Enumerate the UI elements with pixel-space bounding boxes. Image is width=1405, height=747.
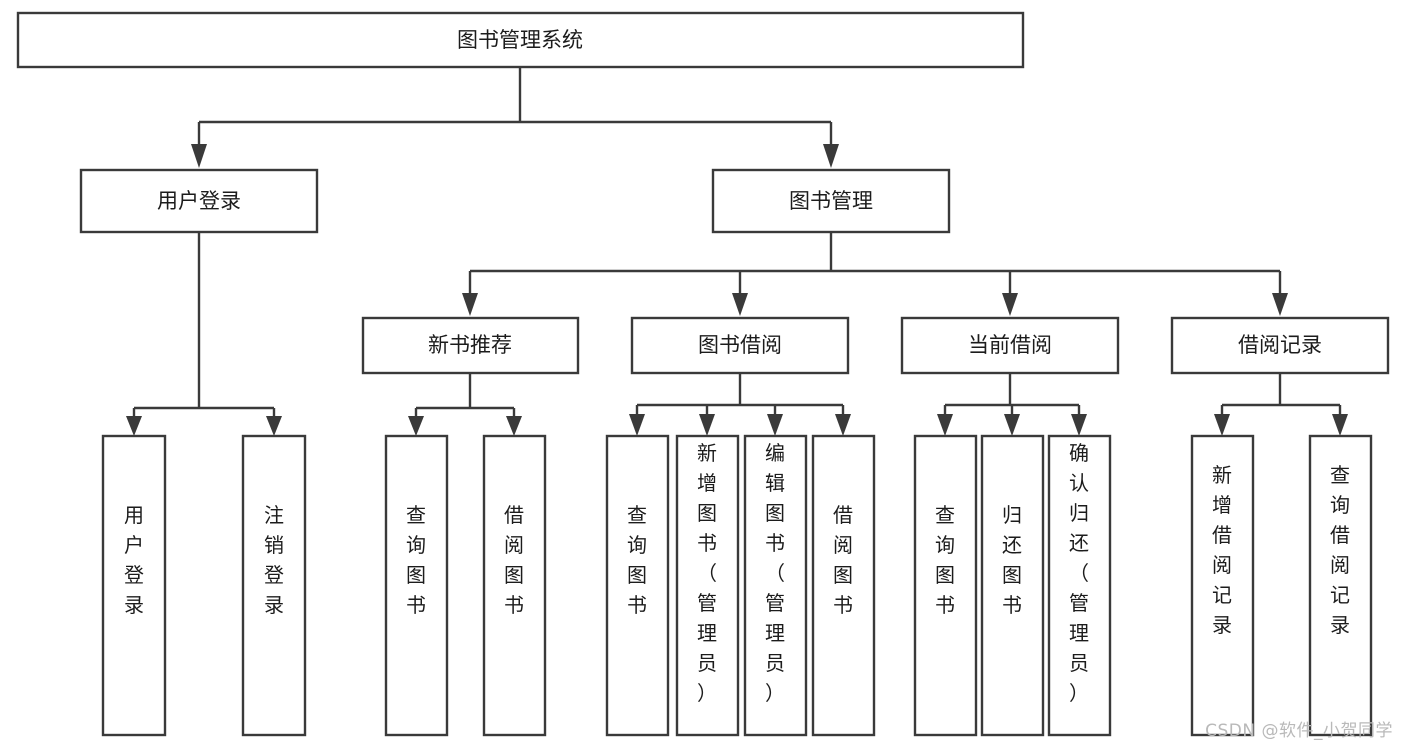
node-new-book-recommend-label: 新书推荐 <box>428 333 512 357</box>
arrow-head-leaf-add-record <box>1214 414 1230 436</box>
node-current-borrow[interactable]: 当前借阅 <box>900 316 1120 375</box>
node-leaf-user-login-label: 用户登录 <box>124 503 144 617</box>
connector-group-root-to-level2 <box>191 67 839 168</box>
node-leaf-borrow-book-1-label: 借阅图书 <box>504 503 524 617</box>
node-leaf-confirm-return-box <box>1047 434 1112 737</box>
node-book-borrow-box <box>630 316 850 375</box>
node-root-box <box>16 11 1025 69</box>
node-leaf-user-login-box <box>101 434 167 737</box>
node-leaf-user-logout-label: 注销登录 <box>264 503 284 617</box>
node-leaf-return-book-box <box>980 434 1045 737</box>
node-leaf-query-book-3-box <box>913 434 978 737</box>
connector-group-book-manage-to-level3 <box>462 232 1288 316</box>
node-book-manage[interactable]: 图书管理 <box>711 168 951 234</box>
node-leaf-user-logout-box <box>241 434 307 737</box>
node-book-manage-box <box>711 168 951 234</box>
node-leaf-edit-book-box <box>743 434 808 737</box>
node-leaf-edit-book-label: 编辑图书（管理员） <box>765 441 785 705</box>
arrow-head-user-login <box>191 144 207 168</box>
node-leaf-query-book-1-label: 查询图书 <box>406 503 426 617</box>
connector-group-new-book-recommend-to-leaves <box>408 373 522 436</box>
node-leaf-borrow-book-2-label: 借阅图书 <box>833 503 853 617</box>
node-leaf-query-book-2-label: 查询图书 <box>627 503 647 617</box>
csdn-watermark: CSDN @软件_小贺同学 <box>1205 721 1393 741</box>
node-current-borrow-box <box>900 316 1120 375</box>
connector-group-user-login-to-leaves <box>126 232 282 436</box>
node-leaf-borrow-book-1-box <box>482 434 547 737</box>
node-book-borrow[interactable]: 图书借阅 <box>630 316 850 375</box>
arrow-head-leaf-confirm-return <box>1071 414 1087 436</box>
connector-group-current-borrow-to-leaves <box>937 373 1087 436</box>
node-leaf-query-book-2-box <box>605 434 670 737</box>
node-root-label: 图书管理系统 <box>457 28 583 52</box>
connector-group-book-borrow-to-leaves <box>629 373 851 436</box>
node-leaf-return-book[interactable]: 归还图书 <box>980 434 1045 737</box>
node-book-manage-label: 图书管理 <box>789 189 873 213</box>
node-borrow-record[interactable]: 借阅记录 <box>1170 316 1390 375</box>
arrow-head-current-borrow <box>1002 293 1018 316</box>
node-leaf-query-book-2[interactable]: 查询图书 <box>605 434 670 737</box>
node-leaf-query-book-3[interactable]: 查询图书 <box>913 434 978 737</box>
node-leaf-add-book[interactable]: 新增图书（管理员） <box>675 434 740 737</box>
arrow-head-leaf-query-book-1 <box>408 416 424 436</box>
node-leaf-add-record-label: 新增借阅记录 <box>1212 463 1232 637</box>
node-leaf-add-book-label: 新增图书（管理员） <box>697 441 717 705</box>
node-leaf-borrow-book-2-box <box>811 434 876 737</box>
node-borrow-record-box <box>1170 316 1390 375</box>
node-leaf-edit-book[interactable]: 编辑图书（管理员） <box>743 434 808 737</box>
node-book-borrow-label: 图书借阅 <box>698 333 782 357</box>
node-current-borrow-label: 当前借阅 <box>968 333 1052 357</box>
node-leaf-add-book-box <box>675 434 740 737</box>
arrow-head-leaf-return-book <box>1004 414 1020 436</box>
node-leaf-query-record-box <box>1308 434 1373 737</box>
node-leaf-confirm-return[interactable]: 确认归还（管理员） <box>1047 434 1112 737</box>
node-user-login-label: 用户登录 <box>157 189 241 213</box>
arrow-head-new-book-recommend <box>462 293 478 316</box>
node-leaf-borrow-book-1[interactable]: 借阅图书 <box>482 434 547 737</box>
node-borrow-record-label: 借阅记录 <box>1238 333 1322 357</box>
node-leaf-add-record[interactable]: 新增借阅记录 <box>1190 434 1255 737</box>
node-leaf-user-login[interactable]: 用户登录 <box>101 434 167 737</box>
arrow-head-leaf-query-book-2 <box>629 414 645 436</box>
node-leaf-query-book-3-label: 查询图书 <box>935 503 955 617</box>
arrow-head-book-manage <box>823 144 839 168</box>
arrow-head-leaf-add-book <box>699 414 715 436</box>
node-root[interactable]: 图书管理系统 <box>16 11 1025 69</box>
node-leaf-confirm-return-label: 确认归还（管理员） <box>1069 441 1089 705</box>
node-new-book-recommend[interactable]: 新书推荐 <box>361 316 580 375</box>
arrow-head-leaf-user-logout <box>266 416 282 436</box>
node-new-book-recommend-box <box>361 316 580 375</box>
node-user-login-box <box>79 168 319 234</box>
arrow-head-leaf-borrow-book-1 <box>506 416 522 436</box>
node-leaf-query-record-label: 查询借阅记录 <box>1330 463 1350 637</box>
arrow-head-leaf-user-login <box>126 416 142 436</box>
arrow-head-leaf-edit-book <box>767 414 783 436</box>
connector-group-borrow-record-to-leaves <box>1214 373 1348 436</box>
arrow-head-leaf-query-book-3 <box>937 414 953 436</box>
node-leaf-add-record-box <box>1190 434 1255 737</box>
arrow-head-leaf-query-record <box>1332 414 1348 436</box>
node-leaf-return-book-label: 归还图书 <box>1002 503 1022 617</box>
node-leaf-user-logout[interactable]: 注销登录 <box>241 434 307 737</box>
node-leaf-query-book-1-box <box>384 434 449 737</box>
node-user-login[interactable]: 用户登录 <box>79 168 319 234</box>
arrow-head-borrow-record <box>1272 293 1288 316</box>
arrow-head-leaf-borrow-book-2 <box>835 414 851 436</box>
node-leaf-borrow-book-2[interactable]: 借阅图书 <box>811 434 876 737</box>
arrow-head-book-borrow <box>732 293 748 316</box>
node-leaf-query-record[interactable]: 查询借阅记录 <box>1308 434 1373 737</box>
node-leaf-query-book-1[interactable]: 查询图书 <box>384 434 449 737</box>
